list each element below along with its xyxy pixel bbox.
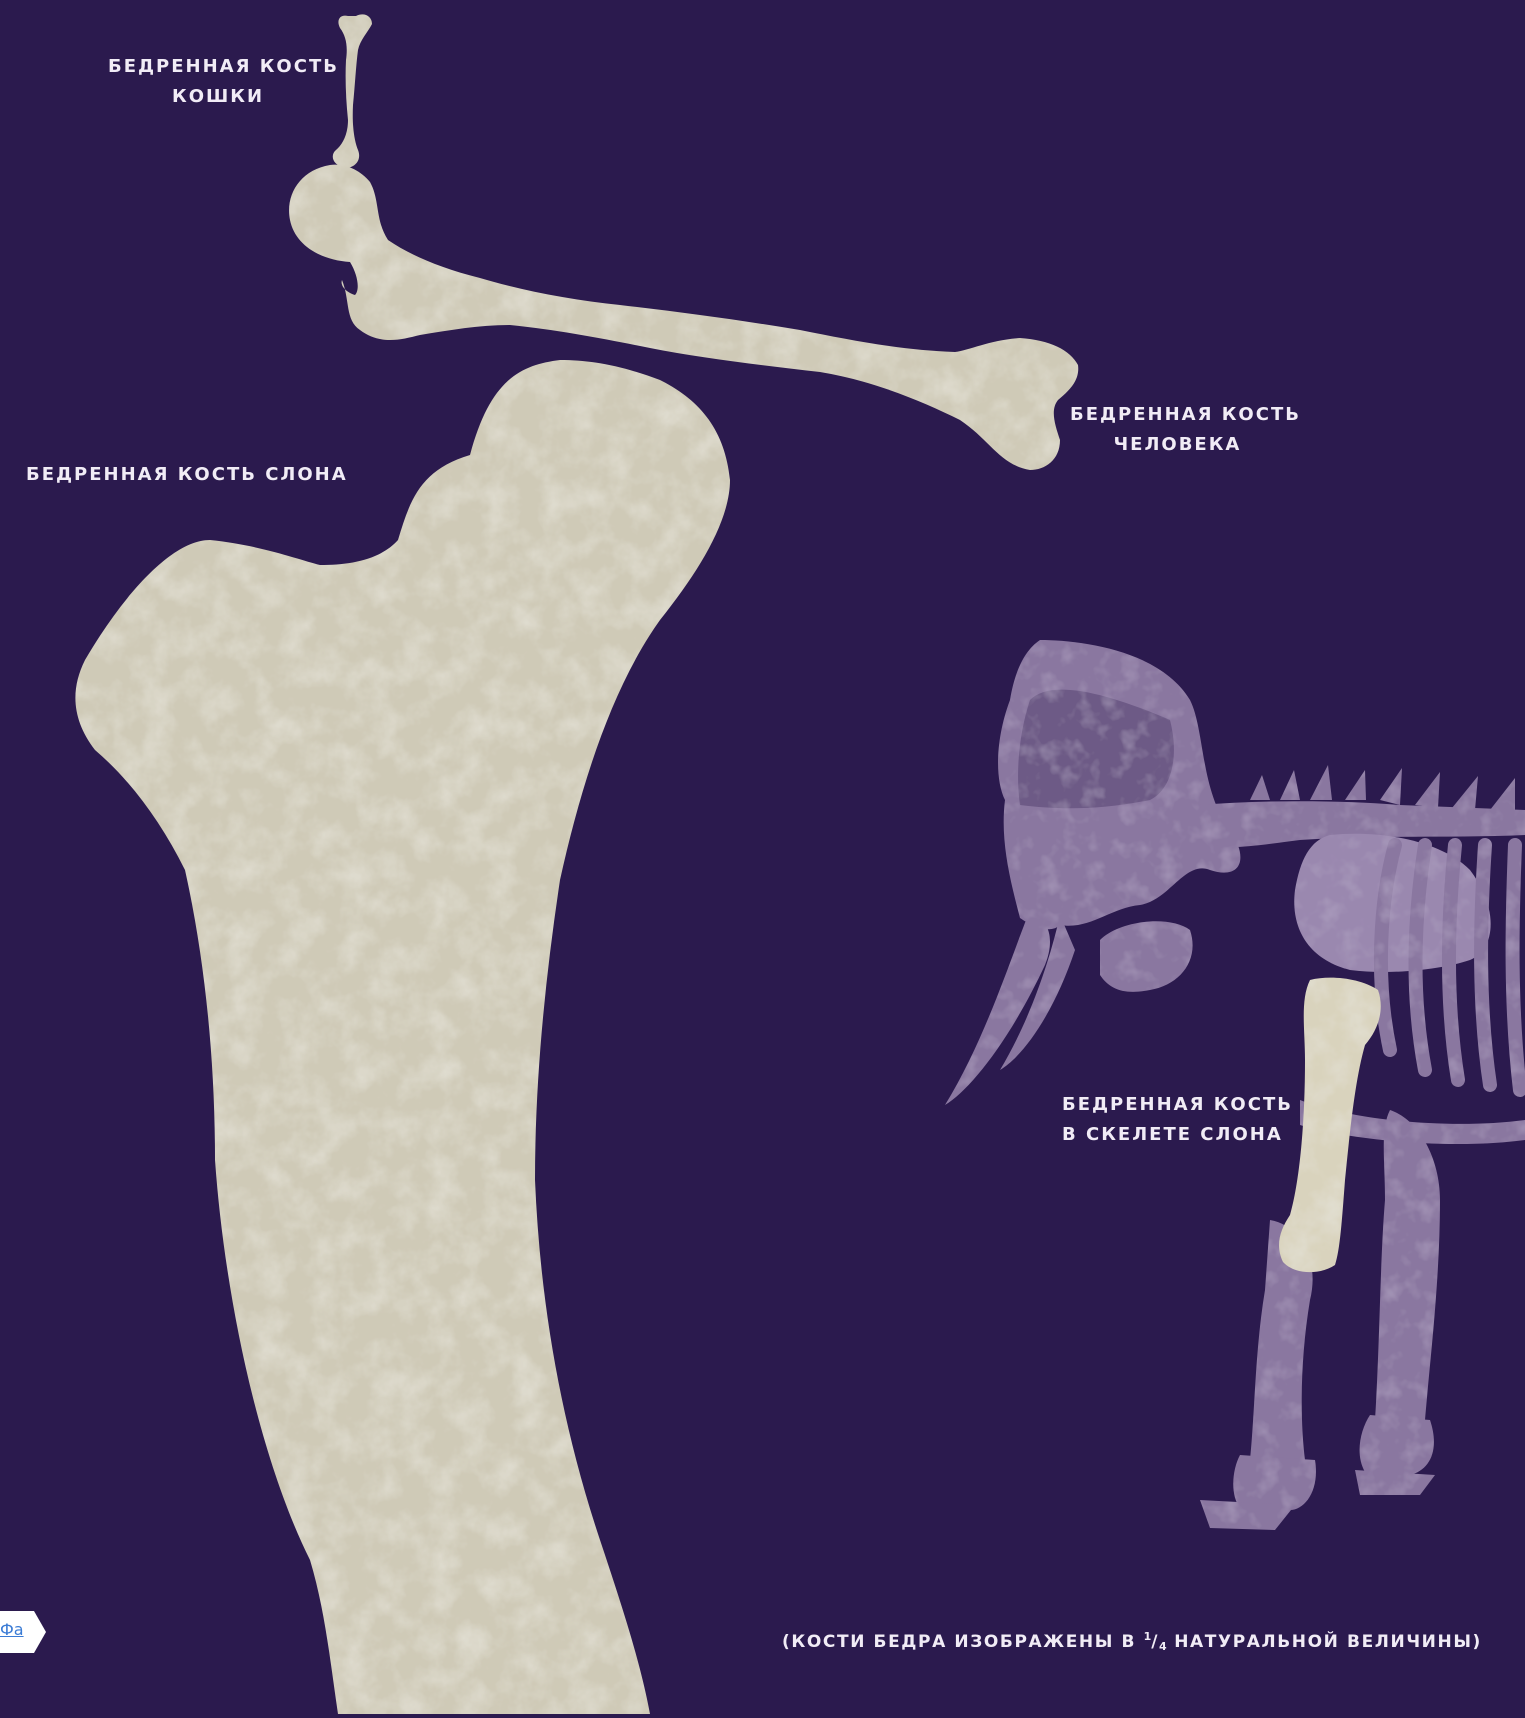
cat-femur-label-line2: КОШКИ [108,82,328,112]
elephant-femur-label-text: БЕДРЕННАЯ КОСТЬ СЛОНА [26,460,348,490]
elephant-skeleton [945,640,1525,1530]
caption-denominator: 4 [1159,1640,1167,1653]
skeleton-femur-label-line2: В СКЕЛЕТЕ СЛОНА [1062,1120,1293,1150]
skeleton-femur-label-line1: БЕДРЕННАЯ КОСТЬ [1062,1090,1293,1120]
elephant-jaw [1100,921,1193,992]
cat-femur-label: БЕДРЕННАЯ КОСТЬ КОШКИ [108,52,328,112]
caption-before: (КОСТИ БЕДРА ИЗОБРАЖЕНЫ В [782,1632,1144,1652]
skeleton-femur-label: БЕДРЕННАЯ КОСТЬ В СКЕЛЕТЕ СЛОНА [1062,1090,1293,1150]
elephant-femur-label: БЕДРЕННАЯ КОСТЬ СЛОНА [26,460,348,490]
caption-after: НАТУРАЛЬНОЙ ВЕЛИЧИНЫ) [1167,1632,1482,1652]
caption-slash: / [1151,1632,1159,1652]
elephant-femur [75,360,730,1714]
cat-femur-label-line1: БЕДРЕННАЯ КОСТЬ [108,52,328,82]
human-femur-label-line1: БЕДРЕННАЯ КОСТЬ [1070,400,1285,430]
scale-caption: (КОСТИ БЕДРА ИЗОБРАЖЕНЫ В 1/4 НАТУРАЛЬНО… [782,1622,1482,1662]
elephant-back-leg [1375,1110,1440,1424]
human-femur-label: БЕДРЕННАЯ КОСТЬ ЧЕЛОВЕКА [1070,400,1285,460]
human-femur-label-line2: ЧЕЛОВЕКА [1070,430,1285,460]
page-tab-link[interactable]: Фа [0,1620,24,1639]
cat-femur [333,14,372,168]
